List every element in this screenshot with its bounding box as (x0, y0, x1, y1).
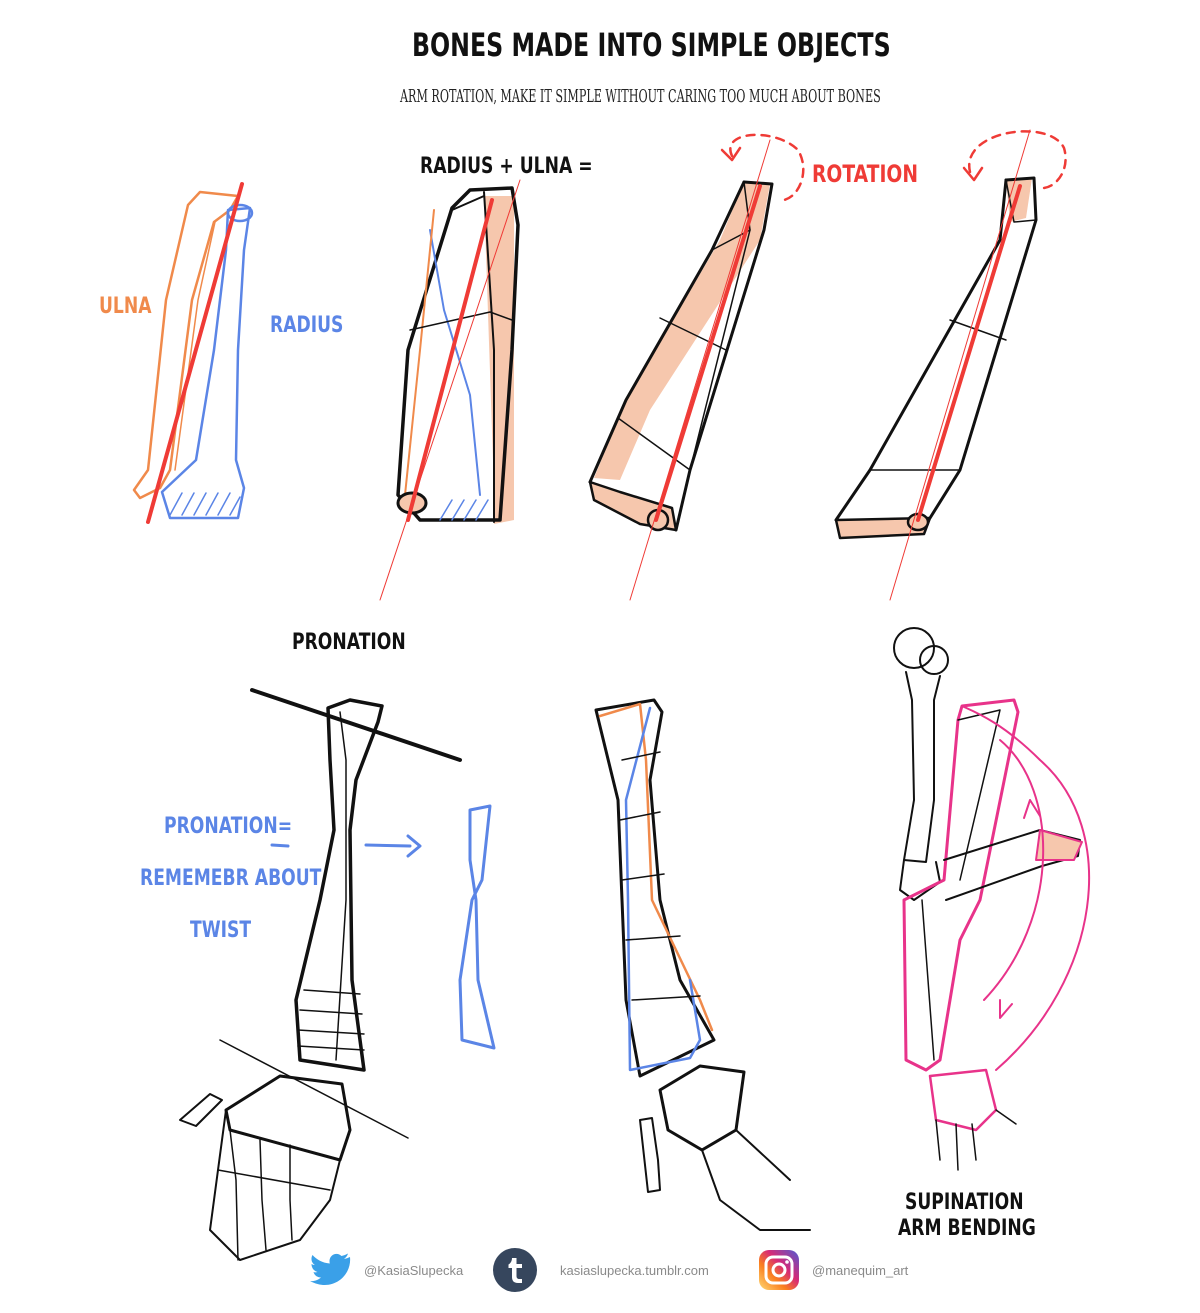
axis-line (916, 184, 1022, 522)
bend-arc-inner (983, 739, 1045, 1001)
pronation-heading: PRONATION (292, 630, 406, 655)
radius-label: RADIUS (270, 313, 344, 338)
twitter-link[interactable]: @KasiaSlupecka (310, 1250, 463, 1290)
twist-label: TWIST (190, 918, 252, 943)
axis-line (146, 182, 244, 524)
instagram-link[interactable]: @manequim_art (758, 1250, 908, 1290)
ulna-bone (132, 190, 240, 500)
instagram-icon (759, 1250, 799, 1290)
rotation-arrow (729, 133, 805, 202)
twitter-handle: @KasiaSlupecka (364, 1262, 464, 1278)
axis-line (406, 198, 494, 522)
pronation-equals-label: PRONATION= (164, 814, 293, 839)
box-forearm (379, 179, 521, 601)
axis-line (654, 184, 762, 522)
radius-bone (160, 206, 252, 520)
bones-sketch (132, 182, 254, 524)
radius-plus-ulna-label: RADIUS + ULNA = (420, 154, 593, 179)
page-subtitle: ARM ROTATION, MAKE IT SIMPLE WITHOUT CAR… (400, 86, 881, 107)
axis-thin (379, 179, 521, 601)
bend-arc-outer (961, 705, 1091, 1071)
twist-indicator (270, 804, 496, 1050)
page-title: BONES MADE INTO SIMPLE OBJECTS (412, 26, 891, 64)
instagram-handle: @manequim_art (812, 1262, 909, 1278)
arm-bending-label: ARM BENDING (898, 1216, 1036, 1241)
rotating-box-1 (588, 133, 805, 601)
radius-hatch (169, 492, 241, 516)
ulna-label: ULNA (99, 294, 152, 319)
rotating-box-2 (834, 129, 1067, 601)
rotation-label: ROTATION (812, 160, 918, 188)
tumblr-icon (493, 1248, 537, 1292)
tumblr-link[interactable]: kasiaslupecka.tumblr.com (492, 1248, 709, 1292)
supination-skeleton (893, 627, 1091, 1171)
tumblr-url: kasiaslupecka.tumblr.com (560, 1262, 709, 1278)
remember-about-label: REMEMEBR ABOUT (140, 866, 322, 891)
rotation-arrow (968, 130, 1067, 190)
supination-label: SUPINATION (905, 1190, 1024, 1215)
axis-thin (889, 129, 1031, 601)
pronation-colored (594, 698, 811, 1231)
axis-thin (629, 139, 771, 601)
pronation-forearm (179, 688, 462, 1261)
twitter-bird-icon (310, 1253, 351, 1286)
